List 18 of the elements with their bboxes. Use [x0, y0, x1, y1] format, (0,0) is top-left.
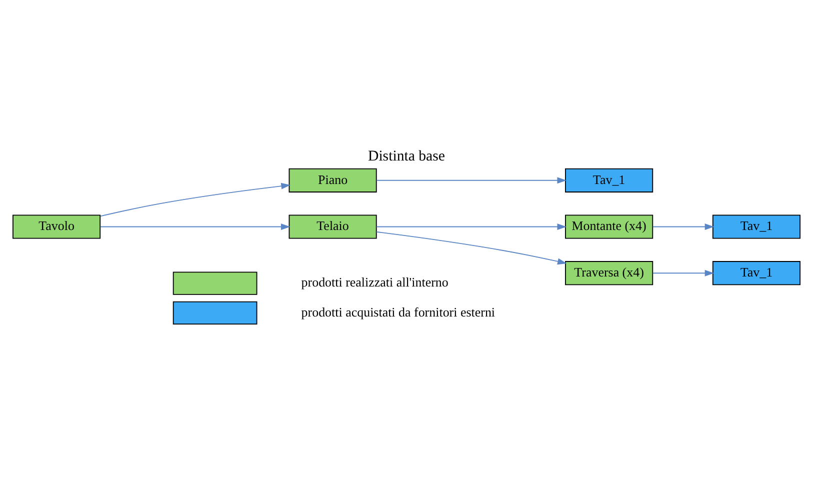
- diagram-title: Distinta base: [368, 148, 446, 164]
- node-box: Telaio: [288, 214, 377, 239]
- arrow: [376, 231, 567, 265]
- arrow: [376, 224, 566, 230]
- arrow: [100, 224, 290, 230]
- legend-label: prodotti acquistati da fornitori esterni: [301, 304, 496, 320]
- node-box: Montante (x4): [565, 214, 654, 239]
- arrow: [652, 270, 714, 276]
- node-box: Traversa (x4): [565, 261, 654, 286]
- arrow: [652, 224, 714, 230]
- node-box: Tav_1: [712, 261, 800, 286]
- node-box: Tavolo: [12, 214, 101, 239]
- node-box: Tav_1: [565, 168, 654, 192]
- arrow: [376, 177, 567, 184]
- node-box: Piano: [288, 168, 377, 192]
- node-box: Tav_1: [712, 214, 800, 239]
- arrow: [100, 182, 290, 217]
- legend-label: prodotti realizzati all'interno: [301, 274, 448, 290]
